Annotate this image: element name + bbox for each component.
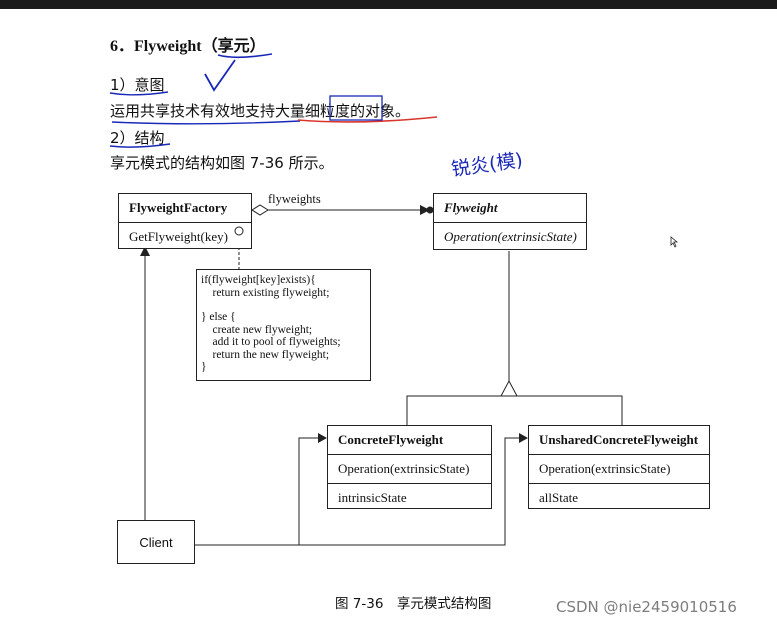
- section-number: 6．: [110, 38, 135, 55]
- factory-note: if(flyweight[key]exists){ return existin…: [196, 269, 371, 381]
- concrete-method: Operation(extrinsicState): [328, 455, 491, 484]
- intent-text: 运用共享技术有效地支持大量细粒度的对象。: [110, 102, 411, 120]
- figure-caption: 图 7-36 享元模式结构图: [335, 596, 492, 612]
- client-class: Client: [117, 520, 195, 564]
- structure-label: 2）结构: [110, 129, 165, 147]
- factory-name: FlyweightFactory: [119, 194, 251, 223]
- multiplicity-dot: [426, 206, 434, 214]
- note-line: [201, 299, 370, 311]
- watermark: CSDN @nie2459010516: [556, 598, 737, 616]
- flyweight-name: Flyweight: [434, 194, 586, 223]
- association-label: flyweights: [268, 192, 321, 206]
- note-line: } else {: [201, 311, 236, 323]
- unshared-method: Operation(extrinsicState): [529, 455, 709, 484]
- flyweight-class: Flyweight Operation(extrinsicState): [433, 193, 587, 250]
- top-bar: [0, 0, 777, 9]
- association-arrowhead: [420, 205, 430, 215]
- structure-text: 享元模式的结构如图 7-36 所示。: [110, 154, 334, 172]
- concrete-flyweight-class: ConcreteFlyweight Operation(extrinsicSta…: [327, 425, 492, 509]
- flyweight-method: Operation(extrinsicState): [444, 229, 577, 244]
- checkmark-icon: [204, 59, 236, 92]
- flyweight-factory-class: FlyweightFactory GetFlyweight(key): [118, 193, 252, 249]
- note-anchor-icon: [234, 226, 244, 236]
- note-line: return the new flyweight;: [201, 348, 330, 361]
- aggregation-diamond: [251, 204, 269, 216]
- note-line: create new flyweight;: [201, 323, 313, 336]
- unshared-flyweight-class: UnsharedConcreteFlyweight Operation(extr…: [528, 425, 710, 509]
- note-line: }: [201, 361, 207, 373]
- concrete-name: ConcreteFlyweight: [328, 426, 491, 455]
- concrete-attribute: intrinsicState: [338, 490, 407, 505]
- unshared-attribute: allState: [539, 490, 578, 505]
- note-line: return existing flyweight;: [201, 286, 330, 299]
- intent-label: 1）意图: [110, 76, 165, 94]
- mouse-cursor-icon: [670, 236, 679, 248]
- note-line: if(flyweight[key]exists){: [201, 274, 316, 286]
- section-title: Flyweight（享元）: [134, 38, 266, 55]
- inheritance-triangle: [500, 379, 518, 397]
- note-line: add it to pool of flyweights;: [201, 336, 341, 348]
- section-heading: 6．Flyweight（享元）: [110, 32, 266, 56]
- factory-method: GetFlyweight(key): [129, 229, 228, 244]
- unshared-name: UnsharedConcreteFlyweight: [529, 426, 709, 455]
